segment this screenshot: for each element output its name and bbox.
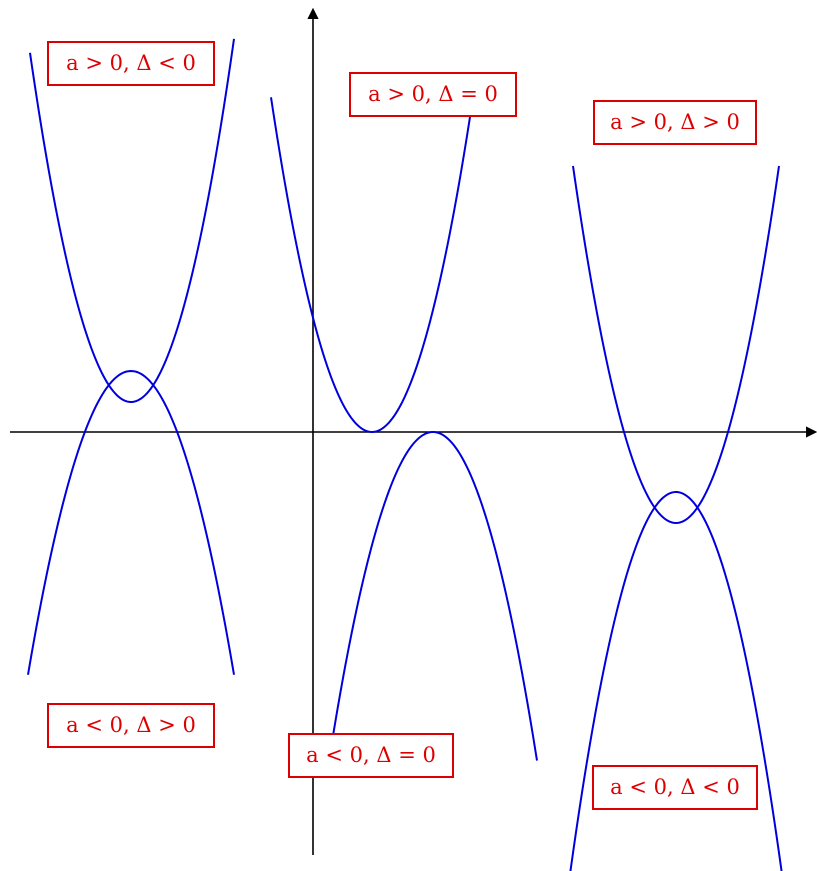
parabola-a-pos-delta-neg bbox=[27, 369, 235, 675]
label-bottom-right-text: a < 0, Δ < 0 bbox=[610, 775, 740, 799]
label-top-left: a > 0, Δ < 0 bbox=[47, 41, 215, 86]
parabola-a-neg-delta-pos bbox=[29, 38, 235, 403]
label-top-middle-text: a > 0, Δ = 0 bbox=[368, 82, 498, 106]
parabola-a-pos-delta-zero bbox=[329, 431, 538, 761]
label-bottom-middle-text: a < 0, Δ = 0 bbox=[306, 743, 436, 767]
label-bottom-left: a < 0, Δ > 0 bbox=[47, 703, 215, 748]
parabola-a-neg-delta-neg bbox=[572, 165, 780, 525]
label-bottom-left-text: a < 0, Δ > 0 bbox=[66, 713, 196, 737]
label-bottom-middle: a < 0, Δ = 0 bbox=[288, 733, 454, 778]
parabola-a-pos-delta-pos bbox=[569, 491, 783, 871]
label-top-right: a > 0, Δ > 0 bbox=[593, 100, 757, 145]
label-bottom-right: a < 0, Δ < 0 bbox=[592, 765, 758, 810]
label-top-left-text: a > 0, Δ < 0 bbox=[66, 51, 196, 75]
parabola-a-neg-delta-zero bbox=[270, 76, 477, 434]
label-top-middle: a > 0, Δ = 0 bbox=[349, 72, 517, 117]
label-top-right-text: a > 0, Δ > 0 bbox=[610, 110, 740, 134]
